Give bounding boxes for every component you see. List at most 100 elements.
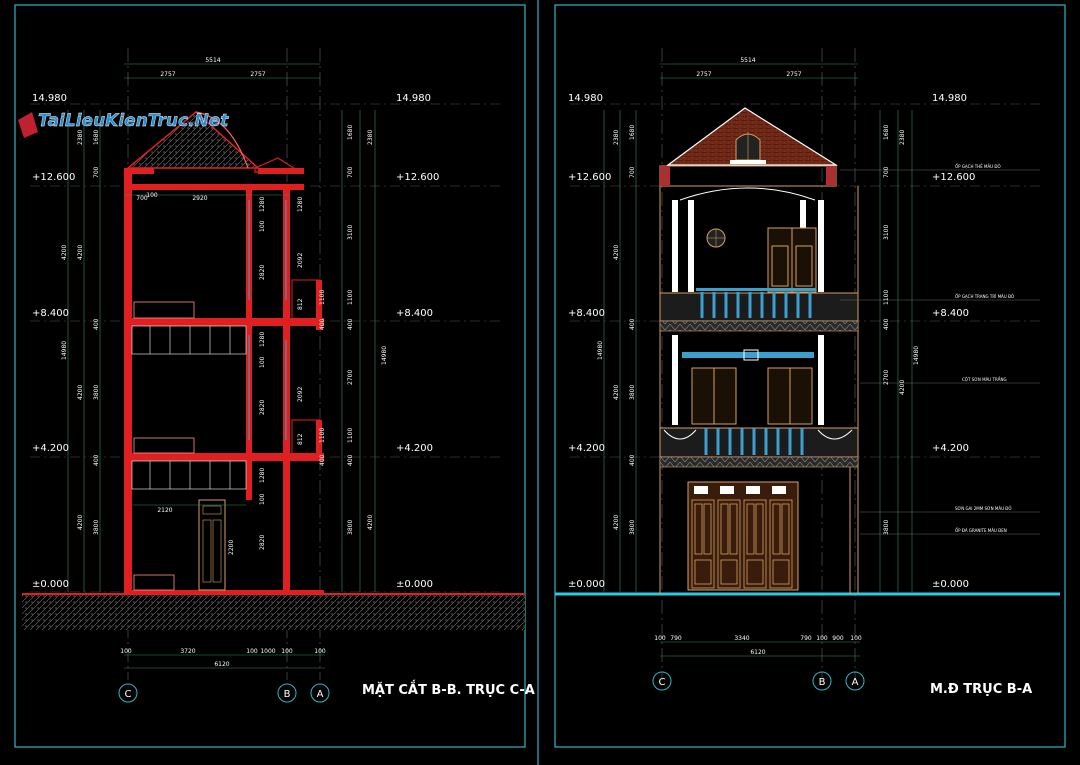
note: ỐP GẠCH TRANG TRÍ MÀU ĐỎ (955, 294, 1014, 299)
dim: 900 (832, 635, 844, 642)
dim: 400 (629, 454, 636, 466)
ground-hatch-left (22, 594, 525, 630)
dim: 2380 (613, 130, 620, 145)
dim: 3800 (629, 385, 636, 400)
dim: 100 (281, 648, 293, 655)
section-axes (118, 683, 330, 703)
dim: 700 (629, 166, 636, 178)
dim: 1680 (629, 125, 636, 140)
elevation-top-dim-a: 2757 (696, 71, 711, 78)
section-levels: 14.980 +12.600 +8.400 +4.200 ±0.000 14.9… (32, 93, 439, 590)
dim: 4200 (899, 380, 906, 395)
dim: 100 (259, 493, 266, 505)
dim: 812 (297, 433, 304, 445)
watermark-text: TaiLieuKienTruc.Net (38, 111, 229, 131)
dim: 400 (347, 454, 354, 466)
note: ỐP ĐÁ GRANITE MÀU ĐEN (955, 528, 1007, 533)
dim: 1280 (259, 332, 266, 347)
section-left-dims: 2380 1680 700 4200 4200 400 3800 4200 40… (61, 130, 100, 535)
gable-window (730, 132, 766, 164)
dim: 2380 (77, 130, 84, 145)
dim: 100 (259, 356, 266, 368)
dim: 4200 (613, 385, 620, 400)
section-door (198, 499, 226, 591)
dim: 3800 (883, 520, 890, 535)
dim: 1100 (347, 428, 354, 443)
dim: 400 (629, 318, 636, 330)
dim: 812 (297, 298, 304, 310)
balcony-lower (659, 427, 859, 468)
dim: 4200 (77, 515, 84, 530)
dim: 6120 (214, 661, 229, 668)
dim: 400 (883, 318, 890, 330)
dim: 700 (347, 166, 354, 178)
note: ỐP GẠCH THẺ MÀU ĐỎ (955, 164, 1001, 169)
dim: 100 (259, 220, 266, 232)
note: CỘT SƠN MÀU TRẮNG (962, 377, 1007, 382)
elevation-title: M.Đ TRỤC B-A (930, 682, 1032, 697)
level-label: ±0.000 (568, 579, 605, 590)
level-label: +8.400 (932, 308, 969, 319)
dim: 14980 (597, 341, 604, 360)
dim: 3340 (734, 635, 749, 642)
section-title: MẶT CẮT B-B. TRỤC C-A (362, 681, 535, 698)
level-label: +4.200 (396, 443, 433, 454)
dim: 1280 (259, 468, 266, 483)
dim: 14980 (61, 341, 68, 360)
elevation-top-dim-total: 5514 (740, 57, 755, 64)
dim: 1100 (347, 290, 354, 305)
dim: 400 (347, 318, 354, 330)
dim: 790 (800, 635, 812, 642)
dim: 2092 (297, 253, 304, 268)
level-label: ±0.000 (932, 579, 969, 590)
elevation-levels: 14.980 +12.600 +8.400 +4.200 ±0.000 14.9… (568, 93, 975, 590)
dim: 6120 (750, 649, 765, 656)
frame-left (14, 4, 526, 748)
dim: 3800 (347, 520, 354, 535)
level-label: 14.980 (932, 93, 967, 104)
level-label: ±0.000 (32, 579, 69, 590)
dim: 400 (319, 454, 326, 466)
level-label: +4.200 (568, 443, 605, 454)
dim: 3800 (93, 385, 100, 400)
dim: 100 (146, 192, 158, 199)
dim: 790 (670, 635, 682, 642)
axis-c-label: C (125, 689, 132, 700)
level-label: +12.600 (396, 172, 439, 183)
dim: 14980 (381, 346, 388, 365)
dim: 100 (246, 648, 258, 655)
roof-section (125, 111, 260, 169)
dim: 2820 (259, 535, 266, 550)
dim: 400 (93, 454, 100, 466)
dim: 2700 (883, 370, 890, 385)
dim: 3100 (883, 225, 890, 240)
section-top-dim-b: 2757 (250, 71, 265, 78)
dim: 2380 (899, 130, 906, 145)
dim: 1680 (883, 125, 890, 140)
ground-floor-doors (687, 481, 799, 591)
level-label: +8.400 (32, 308, 69, 319)
dim: 1000 (260, 648, 275, 655)
dim: 4200 (613, 245, 620, 260)
dim: 4200 (77, 385, 84, 400)
dim: 100 (314, 648, 326, 655)
dim: 1280 (297, 197, 304, 212)
dim: 1680 (93, 130, 100, 145)
dim: 4200 (77, 245, 84, 260)
dim: 700 (93, 166, 100, 178)
dim: 1100 (319, 428, 326, 443)
logo-mark (18, 112, 38, 138)
dim: 1680 (347, 125, 354, 140)
dim: 700 (883, 166, 890, 178)
dim: 100 (654, 635, 666, 642)
dim: 700 (136, 195, 148, 202)
material-notes: ỐP GẠCH THẺ MÀU ĐỎ ỐP GẠCH TRANG TRÍ MÀU… (955, 164, 1014, 533)
dim: 3800 (93, 520, 100, 535)
level-label: +12.600 (932, 172, 975, 183)
section-top-dim-a: 2757 (160, 71, 175, 78)
level-label: 14.980 (568, 93, 603, 104)
dim: 3800 (629, 520, 636, 535)
dim: 2200 (228, 540, 235, 555)
dim: 100 (850, 635, 862, 642)
